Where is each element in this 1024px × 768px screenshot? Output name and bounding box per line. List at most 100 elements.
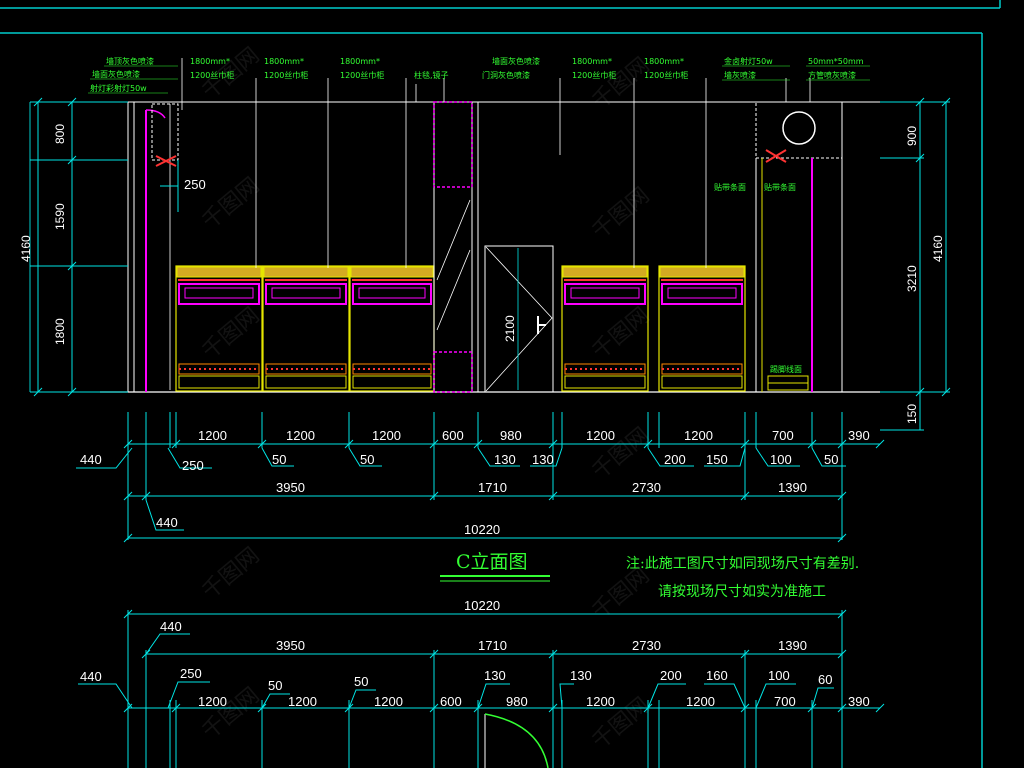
- note-cab1-line2: 1200丝巾柜: [190, 70, 234, 80]
- note-left-3: 射灯彩射灯50w: [90, 83, 147, 93]
- dim-label: 1200: [372, 428, 401, 443]
- dim-label: 700: [772, 428, 794, 443]
- lower-dim-label: 1200: [288, 694, 317, 709]
- cabinet-4: [561, 265, 649, 392]
- note-right-1: 金卤射灯50w: [724, 56, 773, 66]
- watermark: 千图网: [198, 303, 265, 365]
- drawing-frame: [0, 0, 1001, 768]
- dim-callout: 440: [80, 452, 102, 467]
- lower-dim-small: 130: [570, 668, 592, 683]
- cabinet-1: [175, 265, 263, 392]
- dim-callout: 50: [824, 452, 838, 467]
- drawing-title: C立面图: [456, 551, 528, 573]
- dim-group-label: 1710: [478, 480, 507, 495]
- note-cab4-line2: 1200丝巾柜: [572, 70, 616, 80]
- lower-door-swing: [484, 713, 549, 768]
- dim-callout: 200: [664, 452, 686, 467]
- left-dimensions: [30, 97, 178, 397]
- dim-callout: 50: [272, 452, 286, 467]
- note-cab2-line1: 1800mm*: [264, 57, 304, 66]
- lower-dim-label: 1200: [198, 694, 227, 709]
- dim-label: 1200: [286, 428, 315, 443]
- lower-dim-small: 250: [180, 666, 202, 681]
- dim-row-1: 1200 1200 1200 600 980 1200 1200 700 390…: [80, 428, 870, 473]
- right-dim-middle: 3210: [905, 265, 919, 292]
- lower-dim-label: 1200: [586, 694, 615, 709]
- right-dim-base: 150: [905, 404, 919, 424]
- note-right-2: 墙灰喷漆: [724, 70, 756, 80]
- lower-dim-label: 1200: [374, 694, 403, 709]
- right-dim-upper: 900: [905, 126, 919, 146]
- door-height-label: 2100: [503, 315, 517, 342]
- note-right-3: 50mm*50mm: [808, 57, 864, 66]
- cabinet-5: [658, 265, 746, 392]
- dim-group-label: 1390: [778, 480, 807, 495]
- lower-dim-labels: 10220 440 3950 1710 2730 1390 440 250 50…: [80, 598, 870, 709]
- left-dim-lower: 1800: [53, 318, 67, 345]
- lower-dim-label: 1200: [686, 694, 715, 709]
- dim-total-label: 10220: [464, 522, 500, 537]
- dim-label: 390: [848, 428, 870, 443]
- lower-dim-callout-top: 440: [160, 619, 182, 634]
- dim-group-label: 2730: [632, 480, 661, 495]
- dim-label: 980: [500, 428, 522, 443]
- lower-dim-label: 600: [440, 694, 462, 709]
- left-dim-total: 4160: [19, 235, 33, 262]
- lower-dim-total: 10220: [464, 598, 500, 613]
- lower-dim-group: 1710: [478, 638, 507, 653]
- note-cab3-line2: 1200丝巾柜: [340, 70, 384, 80]
- dim-callout: 100: [770, 452, 792, 467]
- lower-dim-label: 980: [506, 694, 528, 709]
- dim-callout: 50: [360, 452, 374, 467]
- lower-dim-group: 3950: [276, 638, 305, 653]
- cabinet-2: [262, 265, 350, 392]
- left-dim-upper: 800: [53, 124, 67, 144]
- top-notes: 墙顶灰色喷漆 墙面灰色喷漆 射灯彩射灯50w 1800mm* 1200丝巾柜 1…: [88, 56, 870, 374]
- dim-label: 1200: [586, 428, 615, 443]
- title-block: C立面图: [440, 551, 550, 582]
- dim-callout: 130: [494, 452, 516, 467]
- watermark: 千图网: [198, 543, 265, 605]
- lower-dim-callout-left: 440: [80, 669, 102, 684]
- lower-dim-label: 700: [774, 694, 796, 709]
- remark-line-1: 注:此施工图尺寸如同现场尺寸有差别.: [626, 556, 859, 572]
- right-dimensions: [880, 97, 951, 431]
- lower-dim-small: 50: [268, 678, 282, 693]
- dim-group-label: 3950: [276, 480, 305, 495]
- note-cab5-line1: 1800mm*: [644, 57, 684, 66]
- watermark: 千图网: [588, 303, 655, 365]
- lower-dim-group: 1390: [778, 638, 807, 653]
- left-dim-middle: 1590: [53, 203, 67, 230]
- dim-callout: 130: [532, 452, 554, 467]
- dim-row-2: 3950 1710 2730 1390 440: [156, 480, 807, 530]
- lower-dim-label: 390: [848, 694, 870, 709]
- lower-dim-small: 200: [660, 668, 682, 683]
- dim-row-lines: [76, 412, 885, 543]
- watermark: 千图网: [588, 183, 655, 245]
- lower-dim-lines: [78, 609, 885, 768]
- dim-label: 1200: [198, 428, 227, 443]
- note-cab1-line1: 1800mm*: [190, 57, 230, 66]
- note-side-1: 贴带条面: [714, 182, 746, 192]
- dim-callout: 250: [182, 458, 204, 473]
- note-cab3-line1: 1800mm*: [340, 57, 380, 66]
- lower-dim-small: 50: [354, 674, 368, 689]
- elevation: 2100: [29, 58, 880, 393]
- dim-label: 600: [442, 428, 464, 443]
- leader-lines: [181, 58, 811, 268]
- right-wall: [755, 101, 843, 392]
- note-door-2: 门洞灰色喷漆: [482, 70, 530, 80]
- cabinet-3: [349, 265, 435, 392]
- watermark: 千图网: [198, 173, 265, 235]
- lower-dim-small: 160: [706, 668, 728, 683]
- note-right-4: 方管喷灰喷漆: [808, 70, 856, 80]
- watermark: 千图网: [198, 683, 265, 745]
- right-dim-total: 4160: [931, 235, 945, 262]
- note-cab4-line1: 1800mm*: [572, 57, 612, 66]
- watermarks: 千图网 千图网 千图网 千图网 千图网 千图网 千图网 千图网 千图网 千图网 …: [198, 43, 655, 755]
- watermark: 千图网: [588, 563, 655, 625]
- note-bottom-right: 踢脚线面: [770, 364, 802, 374]
- note-left-2: 墙面灰色喷漆: [92, 69, 140, 79]
- note-door-1: 墙面灰色喷漆: [492, 56, 540, 66]
